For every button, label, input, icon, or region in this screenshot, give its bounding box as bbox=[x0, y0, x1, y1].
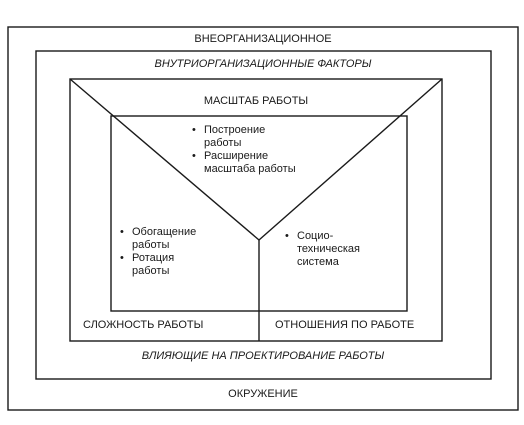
bullet-sociotechnical: Социо- техническая система bbox=[285, 230, 360, 269]
left-diagonal bbox=[69, 78, 260, 241]
scale-label: МАСШТАБ РАБОТЫ bbox=[203, 95, 309, 107]
right-diagonal bbox=[258, 78, 443, 241]
right-bullet-list: Социо- техническая система bbox=[285, 230, 360, 269]
outer-bottom-label: ОКРУЖЕНИЕ bbox=[228, 388, 298, 400]
pyramid-outer-box bbox=[69, 78, 443, 342]
outer-label: ВНЕОРГАНИЗАЦИОННОЕ bbox=[194, 33, 332, 45]
outer-frame bbox=[7, 26, 519, 411]
bullet-rotation: Ротация работы bbox=[120, 252, 196, 278]
complexity-label: СЛОЖНОСТЬ РАБОТЫ bbox=[83, 319, 204, 331]
relations-label: ОТНОШЕНИЯ ПО РАБОТЕ bbox=[275, 319, 415, 331]
inner-bottom-label: ВЛИЯЮЩИЕ НА ПРОЕКТИРОВАНИЕ РАБОТЫ bbox=[141, 350, 385, 362]
inner-top-label: ВНУТРИОРГАНИЗАЦИОННЫЕ ФАКТОРЫ bbox=[154, 58, 372, 70]
bullet-building: Построение работы bbox=[192, 124, 296, 150]
left-bullet-list: Обогащение работы Ротация работы bbox=[120, 226, 196, 278]
bullet-enrichment: Обогащение работы bbox=[120, 226, 196, 252]
top-bullet-list: Построение работы Расширение масштаба ра… bbox=[192, 124, 296, 176]
inner-frame bbox=[35, 50, 492, 380]
bullet-expansion: Расширение масштаба работы bbox=[192, 150, 296, 176]
